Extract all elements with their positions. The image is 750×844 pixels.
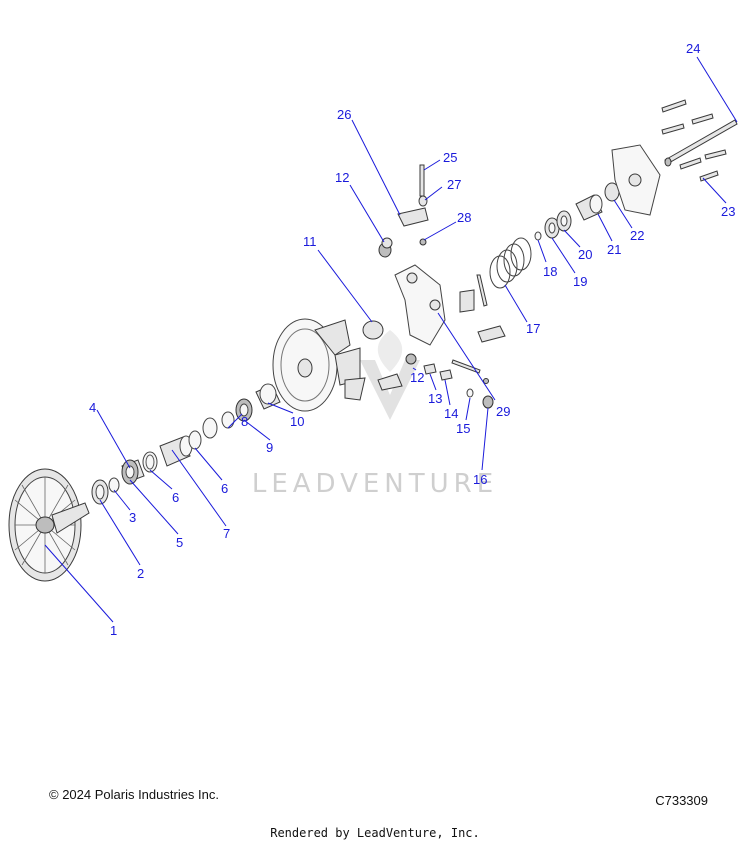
callout-18: 18	[543, 264, 557, 279]
callout-16: 16	[473, 472, 487, 487]
part-24-long-bolt	[664, 119, 738, 167]
part-14-washer	[466, 388, 474, 398]
callouts: 1 2 3 4 5 6 6 7 8 9 10 11 12 12 13 14 15…	[89, 41, 735, 638]
callout-6a: 6	[172, 490, 179, 505]
part-22-cover	[604, 144, 661, 216]
callout-19: 19	[573, 274, 587, 289]
part-19-washer	[544, 217, 560, 239]
part-16-bushing	[482, 378, 494, 409]
watermark-logo-icon	[360, 360, 420, 420]
part-25-pin	[419, 164, 425, 197]
callout-11: 11	[303, 234, 317, 249]
callout-25: 25	[443, 150, 457, 165]
part-11-moveable-sheave	[272, 318, 384, 412]
part-21-bushing	[575, 194, 603, 221]
leader-lines	[44, 56, 738, 623]
callout-5: 5	[176, 535, 183, 550]
part-shim	[202, 417, 218, 439]
part-2-ring	[91, 479, 109, 505]
part-13-pin	[423, 363, 453, 381]
callout-10: 10	[290, 414, 304, 429]
callout-17: 17	[526, 321, 540, 336]
callout-22: 22	[630, 228, 644, 243]
callout-7: 7	[223, 526, 230, 541]
callout-12b: 12	[410, 370, 424, 385]
callout-20: 20	[578, 247, 592, 262]
part-10-bushing	[255, 383, 281, 410]
part-17-spring	[489, 237, 532, 289]
part-29-spider	[394, 264, 446, 346]
part-1-fixed-sheave	[8, 468, 90, 582]
part-roller-arm-right	[477, 325, 506, 343]
callout-3: 3	[129, 510, 136, 525]
part-18-ring	[534, 231, 542, 241]
part-28-nut	[419, 238, 427, 246]
watermark-flame-icon	[377, 330, 403, 372]
callout-13: 13	[428, 391, 442, 406]
callout-29: 29	[496, 404, 510, 419]
part-6-ring-b	[188, 430, 202, 450]
figure-code: C733309	[655, 793, 708, 808]
part-27-roller	[418, 195, 428, 207]
callout-26: 26	[337, 107, 351, 122]
part-20-washer	[556, 210, 572, 232]
copyright-text: © 2024 Polaris Industries Inc.	[49, 787, 219, 802]
part-pin-long	[476, 274, 488, 307]
part-4-5-bearing	[121, 459, 145, 485]
watermark-text: LEADVENTURE	[252, 469, 498, 499]
callout-1: 1	[110, 623, 117, 638]
watermark: LEADVENTURE	[252, 330, 498, 499]
part-15-pin	[451, 359, 481, 374]
callout-28: 28	[457, 210, 471, 225]
callout-14: 14	[444, 406, 458, 421]
rendered-by-text: Rendered by LeadVenture, Inc.	[270, 826, 480, 840]
callout-12a: 12	[335, 170, 349, 185]
callout-27: 27	[447, 177, 461, 192]
callout-21: 21	[607, 242, 621, 257]
callout-4: 4	[89, 400, 96, 415]
callout-15: 15	[456, 421, 470, 436]
part-12-roller-bottom	[405, 353, 417, 365]
part-3-ring	[108, 477, 120, 493]
part-roller-arm-left	[377, 373, 403, 391]
callout-8: 8	[241, 414, 248, 429]
part-23-bolts	[661, 99, 727, 182]
callout-23: 23	[721, 204, 735, 219]
part-26-flyweight	[397, 207, 429, 227]
part-pivot-block	[459, 289, 475, 313]
part-6-ring	[142, 451, 158, 473]
callout-6b: 6	[221, 481, 228, 496]
callout-9: 9	[266, 440, 273, 455]
part-7-bushing	[159, 435, 193, 467]
callout-24: 24	[686, 41, 700, 56]
part-8-ring	[221, 411, 235, 429]
part-12-roller-top	[378, 237, 393, 258]
callout-2: 2	[137, 566, 144, 581]
